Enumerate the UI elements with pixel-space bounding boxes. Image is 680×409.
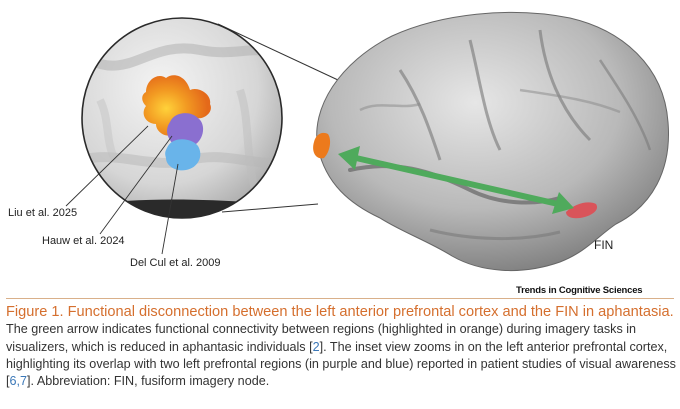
connector-line-top: [217, 23, 339, 81]
inset-magnifier: [65, 17, 283, 255]
label-del-cul: Del Cul et al. 2009: [130, 257, 221, 269]
caption-text-1: The green arrow indicates functional con…: [6, 322, 637, 354]
reference-link-2[interactable]: 2: [312, 339, 320, 354]
reference-link-6-7[interactable]: 6,7: [9, 374, 28, 389]
caption-divider: [6, 298, 674, 299]
figure-caption: Figure 1. Functional disconnection betwe…: [6, 304, 676, 390]
label-liu: Liu et al. 2025: [8, 207, 78, 219]
journal-name: Trends in Cognitive Sciences: [516, 285, 643, 296]
connectivity-arrow: [338, 146, 574, 214]
label-hauw: Hauw et al. 2024: [42, 235, 125, 247]
inset-blue-region: [165, 139, 201, 171]
figure-illustration: Liu et al. 2025 Hauw et al. 2024 Del Cul…: [8, 11, 670, 296]
inset-purple-region: [167, 113, 204, 148]
caption-title: Figure 1. Functional disconnection betwe…: [6, 304, 674, 320]
brain-prefrontal-orange-region: [313, 132, 331, 159]
fin-region: [566, 202, 598, 219]
brain-figure-svg: [65, 11, 670, 271]
caption-text-2: ]. The inset view zooms in on the left a…: [6, 339, 676, 389]
caption-text-3: ]. Abbreviation: FIN, fusiform imagery n…: [27, 374, 270, 389]
fin-label: FIN: [594, 238, 614, 252]
brain-lateral-view: [316, 11, 670, 271]
connector-line-bottom: [221, 203, 319, 213]
